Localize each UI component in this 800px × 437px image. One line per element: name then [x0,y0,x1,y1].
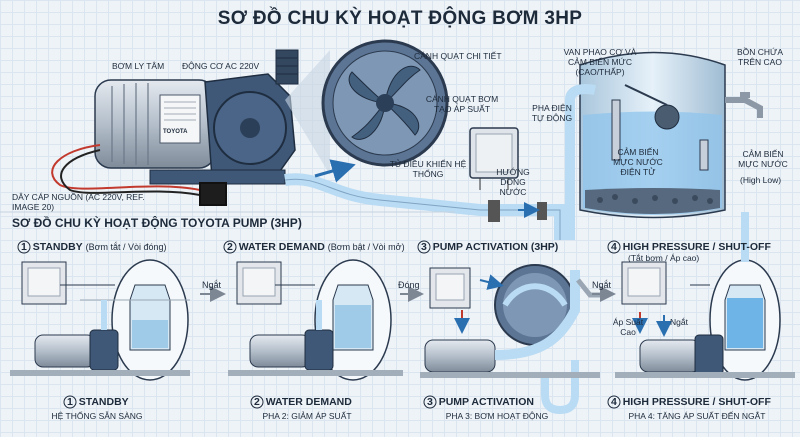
step-1-header: 1 STANDBY (Bơm tắt / Vòi đóng) [21,241,167,253]
step-1-caption: 1 STANDBY [67,396,129,408]
step-4-caption: 4 HIGH PRESSURE / SHUT-OFF [611,396,771,408]
transition-3: Ngắt [592,280,612,290]
step-3-desc: PHA 3: BƠM HOẠT ĐỘNG [445,411,549,421]
step-3-caption: 3 PUMP ACTIVATION [427,396,534,408]
label-electronic-sensor: CẢM BIẾN MỰC NƯỚC ĐIỆN TỬ [613,147,663,177]
main-pump [94,49,299,185]
step-2-desc: PHA 2: GIẢM ÁP SUẤT [262,411,352,421]
label-float-valve: VAN PHAO CƠ VÀ CẢM BIẾN MỨC (CAO/THẤP) [563,47,637,77]
subtitle: SƠ ĐỒ CHU KỲ HOẠT ĐỘNG TOYOTA PUMP (3HP) [12,216,302,230]
power-cable [51,144,227,206]
label-high-low: (High Low) [740,175,782,185]
panel4-pressure-label: Áp Suất Cao [612,317,644,337]
label-level-sensor: CẢM BIẾN MỰC NƯỚC [738,149,788,169]
label-impeller-detail: CÁNH QUẠT CHI TIẾT [414,51,502,61]
panel-2 [228,259,403,381]
page-title: SƠ ĐỒ CHU KỲ HOẠT ĐỘNG BƠM 3HP [217,8,583,29]
label-control-box: TỦ ĐIỀU KHIỂN HỆ THỐNG [389,159,467,179]
transition-1: Ngắt [202,280,222,290]
panel-4 [615,212,795,381]
step-4-paren: (Tắt bơm / Áp cao) [628,253,700,263]
step-4-desc: PHA 4: TĂNG ÁP SUẤT ĐẾN NGẮT [628,411,766,421]
main-pipeline [284,159,566,240]
pump-plate: TOYOTA [163,129,188,135]
panel4-cut-label: Ngắt [670,317,688,327]
label-impeller-pressure: CÁNH QUẠT BƠM TẠO ÁP SUẤT [425,94,499,114]
label-cable: DÂY CÁP NGUỒN (AC 220V, REF. IMAGE 20) [12,192,145,212]
impeller-detail [321,39,449,167]
step-3-header: 3 PUMP ACTIVATION (3HP) [421,241,559,253]
panel-1 [10,259,190,381]
control-box [469,127,519,190]
storage-tank [565,51,763,240]
step-4-header: 4 HIGH PRESSURE / SHUT-OFF [611,241,771,253]
step-2-header: 2 WATER DEMAND (Bơm bật / Vòi mở) [227,241,405,253]
transition-2: Đóng [398,280,420,290]
label-auto-phase: PHA ĐIỆN TỰ ĐỘNG [531,103,573,123]
label-flow: HƯỚNG DÒNG NƯỚC [496,167,530,197]
label-motor: ĐỘNG CƠ AC 220V [182,61,260,71]
label-pump-head: BƠM LY TÂM [112,61,165,71]
step-1-desc: HỆ THỐNG SẴN SÀNG [51,411,143,421]
panel-3 [420,264,600,415]
step-2-caption: 2 WATER DEMAND [254,396,352,408]
label-tank: BỒN CHỨA TRÊN CAO [737,47,783,67]
